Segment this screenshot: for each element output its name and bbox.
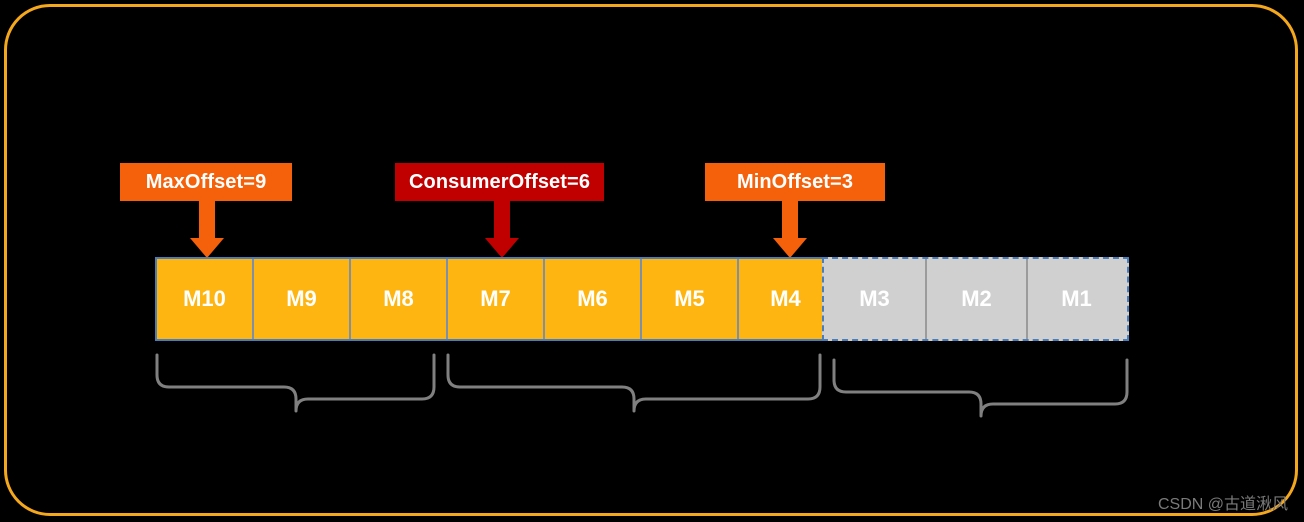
arrow-head <box>773 238 807 258</box>
message-cell[interactable]: M5 <box>640 259 737 339</box>
message-cell[interactable]: M10 <box>183 286 226 311</box>
message-cell[interactable]: M2 <box>925 259 1026 339</box>
callout-max-offset-label: MaxOffset=9 <box>145 171 267 193</box>
callout-max-offset: MaxOffset=9 <box>120 163 292 201</box>
brace-middle <box>446 353 822 413</box>
message-cell[interactable]: M7 <box>446 259 543 339</box>
arrow-consumer-offset <box>485 200 519 258</box>
message-cell[interactable]: M8 <box>349 259 446 339</box>
callout-min-offset-label: MinOffset=3 <box>736 171 854 193</box>
segment-evicted-messages: M3 M2 M1 <box>822 257 1129 341</box>
callout-consumer-offset: ConsumerOffset=6 <box>395 163 604 201</box>
arrow-min-offset <box>773 200 807 258</box>
callout-consumer-offset-label: ConsumerOffset=6 <box>408 171 591 193</box>
message-cell[interactable]: M3 <box>859 286 890 311</box>
callout-min-offset: MinOffset=3 <box>705 163 885 201</box>
brace-left <box>155 353 436 413</box>
arrow-stem <box>199 201 215 238</box>
brace-right <box>832 358 1129 418</box>
csdn-watermark: CSDN @古道湫风 <box>1157 496 1288 513</box>
arrow-stem <box>782 200 798 238</box>
message-cell[interactable]: M1 <box>1026 259 1125 339</box>
message-cell[interactable]: M9 <box>252 259 349 339</box>
arrow-max-offset <box>190 201 224 258</box>
arrow-stem <box>494 200 510 238</box>
arrow-head <box>190 238 224 258</box>
arrow-head <box>485 238 519 258</box>
message-cell[interactable]: M6 <box>543 259 640 339</box>
message-cell[interactable]: M4 <box>737 259 832 339</box>
segment-stored-messages: M10 M9 M8 M7 M6 M5 M4 <box>155 257 834 341</box>
